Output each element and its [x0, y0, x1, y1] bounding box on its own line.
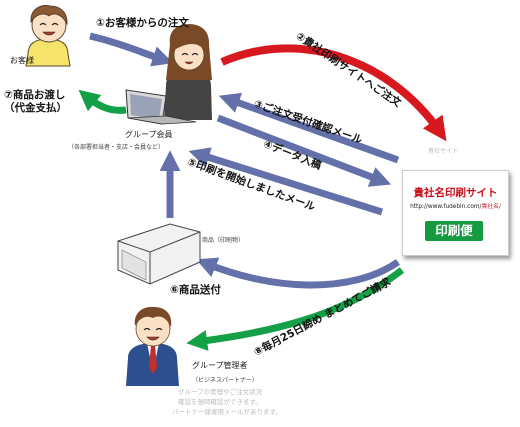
step-7-label: ⑦商品お渡し [4, 89, 66, 101]
site-url-prefix: http://www.fudebin.com/ [410, 204, 482, 210]
arrow-step-6 [195, 257, 400, 289]
arrow-step-3 [218, 92, 400, 164]
manager-label: グループ管理者 [192, 361, 248, 370]
manager-note: （ビジネスパートナー） [192, 377, 259, 384]
manager-desc-line: グループの管理やご注文状況 [178, 388, 263, 396]
member-label: グループ会員 [125, 130, 173, 139]
site-title: 貴社名印刷サイト [413, 187, 498, 199]
arrow-step-1 [89, 32, 174, 67]
step-6-label: ⑥商品送付 [170, 284, 221, 296]
site-logo: 印刷便 [425, 221, 483, 241]
arrow-step-2 [220, 44, 447, 142]
arrow-step-4 [216, 114, 392, 187]
product-box-label: 商品（印刷物） [202, 237, 245, 244]
customer-figure [25, 5, 71, 67]
printing-site-panel: 貴社名印刷サイト http://www.fudebin.com/貴社名/ 印刷便 [402, 170, 509, 256]
site-caption: 貴社サイト [428, 148, 459, 155]
arrow-step-7 [78, 89, 127, 114]
arrow-step-5 [188, 147, 384, 216]
customer-label: お客様 [10, 56, 34, 65]
step-1-label: ①お客様からの注文 [96, 17, 189, 29]
member-figure-at-laptop [125, 24, 212, 125]
manager-figure [126, 306, 179, 386]
site-url: http://www.fudebin.com/貴社名/ [403, 201, 508, 210]
manager-desc-line: 確認を随時確認ができます。 [178, 398, 262, 406]
step-7-sublabel: （代金支払） [4, 102, 67, 114]
arrow-step-8 [186, 267, 405, 351]
site-url-name: 貴社名/ [481, 204, 501, 210]
product-box-icon [117, 223, 201, 285]
manager-desc-line: パートナー様専用メールがあります。 [172, 408, 282, 416]
member-note: （各部署担当者・支店・会員など） [68, 144, 165, 151]
